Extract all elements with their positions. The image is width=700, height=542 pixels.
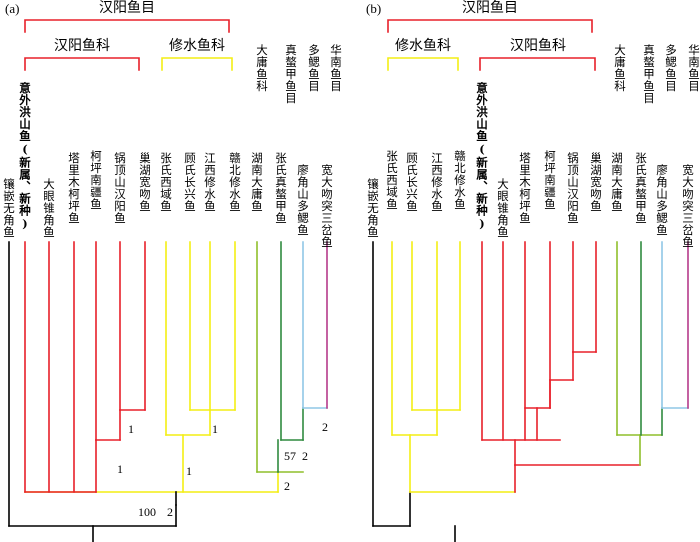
panel-a-taxon-label-2: 大眼锥角鱼 <box>42 178 56 238</box>
panel-b-bracket-order <box>387 19 593 33</box>
panel-b-taxon-label-6: 大眼锥角鱼 <box>496 178 510 238</box>
panel-b-taxon-label-8: 柯坪南疆鱼 <box>543 150 557 210</box>
panel-b-taxon-label-11: 湖南大庸鱼 <box>610 152 624 212</box>
panel-a-taxon-label-9: 江西修水鱼 <box>203 152 217 212</box>
panel-a-taxon-label-1: 意外洪山鱼(新属、新种) <box>18 82 32 231</box>
panel-a-outgroup-label-0: 大庸鱼科 <box>255 44 269 92</box>
panel-a-support-value: 1 <box>212 422 218 436</box>
panel-a-taxon-label-4: 柯坪南疆鱼 <box>89 150 103 210</box>
panel-a-support-value: 2 <box>167 505 173 519</box>
panel-b-taxon-label-7: 塔里木柯坪鱼 <box>518 152 532 224</box>
panel-b-taxon-label-12: 张氏真螯甲鱼 <box>634 152 648 224</box>
panel-a-taxon-label-11: 湖南大庸鱼 <box>250 152 264 212</box>
panel-a-support-value: 1 <box>128 422 134 436</box>
panel-a-support-value: 2 <box>302 449 308 463</box>
panel-b-family2-label: 修水鱼科 <box>395 38 451 54</box>
panel-b-order-label: 汉阳鱼目 <box>462 0 518 16</box>
panel-b-taxon-label-4: 赣北修水鱼 <box>453 150 467 210</box>
panel-a-taxon-label-14: 宽大吻突三岔鱼 <box>320 164 334 248</box>
panel-a-taxon-label-6: 巢湖宽吻鱼 <box>138 152 152 212</box>
panel-a-label: (a) <box>5 1 20 16</box>
panel-a-support-value: 57 <box>284 449 296 463</box>
panel-b-bracket-fam2 <box>387 57 459 71</box>
panel-a-taxon-label-0: 镶嵌无角鱼 <box>2 178 16 238</box>
panel-a-support-value: 100 <box>138 505 156 519</box>
panel-a-taxon-label-8: 顾氏长兴鱼 <box>183 152 197 212</box>
panel-b-bracket-fam1 <box>479 57 596 71</box>
panel-a-outgroup-label-1: 真螯甲鱼目 <box>284 44 298 104</box>
panel-b-taxon-label-1: 张氏西域鱼 <box>385 150 399 210</box>
panel-a-outgroup-label-3: 华南鱼目 <box>329 44 343 92</box>
panel-a-outgroup-label-2: 多鳃鱼目 <box>307 44 321 92</box>
panel-b-taxon-label-3: 江西修水鱼 <box>430 152 444 212</box>
panel-a-bracket-order <box>24 19 230 33</box>
panel-b-outgroup-label-0: 大庸鱼科 <box>613 44 627 92</box>
panel-a-taxon-label-3: 塔里木柯坪鱼 <box>67 152 81 224</box>
panel-a-family1-label: 汉阳鱼科 <box>54 38 110 54</box>
panel-a-support-value: 1 <box>117 462 123 476</box>
panel-b-outgroup-label-1: 真螯甲鱼目 <box>642 44 656 104</box>
panel-b-taxon-label-10: 巢湖宽吻鱼 <box>589 152 603 212</box>
panel-a-taxon-label-12: 张氏真螯甲鱼 <box>274 152 288 224</box>
panel-a-taxon-label-5: 锅顶山汉阳鱼 <box>113 152 127 224</box>
panel-b-taxon-label-9: 锅顶山汉阳鱼 <box>566 152 580 224</box>
panel-b-taxon-label-14: 宽大吻突三岔鱼 <box>681 164 695 248</box>
panel-a-taxon-label-13: 廖角山多鳃鱼 <box>296 164 310 236</box>
panel-a-support-value: 2 <box>322 420 328 434</box>
panel-b-taxon-label-5: 意外洪山鱼(新属、新种) <box>475 82 489 231</box>
panel-b-label: (b) <box>366 1 382 16</box>
panel-b-taxon-label-2: 顾氏长兴鱼 <box>405 152 419 212</box>
panel-b-family1-label: 汉阳鱼科 <box>510 38 566 54</box>
panel-a-bracket-fam1 <box>24 57 140 71</box>
panel-a-taxon-label-7: 张氏西域鱼 <box>159 152 173 212</box>
panel-a-order-label: 汉阳鱼目 <box>99 0 155 16</box>
panel-b-outgroup-label-2: 多鳃鱼目 <box>664 44 678 92</box>
panel-a-support-value: 2 <box>284 479 290 493</box>
panel-a-support-value: 1 <box>186 464 192 478</box>
panel-b-taxon-label-0: 镶嵌无角鱼 <box>366 178 380 238</box>
panel-b-taxon-label-13: 廖角山多鳃鱼 <box>655 164 669 236</box>
panel-a-bracket-fam2 <box>161 57 233 71</box>
panel-a-family2-label: 修水鱼科 <box>169 38 225 54</box>
panel-b-outgroup-label-3: 华南鱼目 <box>687 44 700 92</box>
panel-a-taxon-label-10: 赣北修水鱼 <box>228 152 242 212</box>
